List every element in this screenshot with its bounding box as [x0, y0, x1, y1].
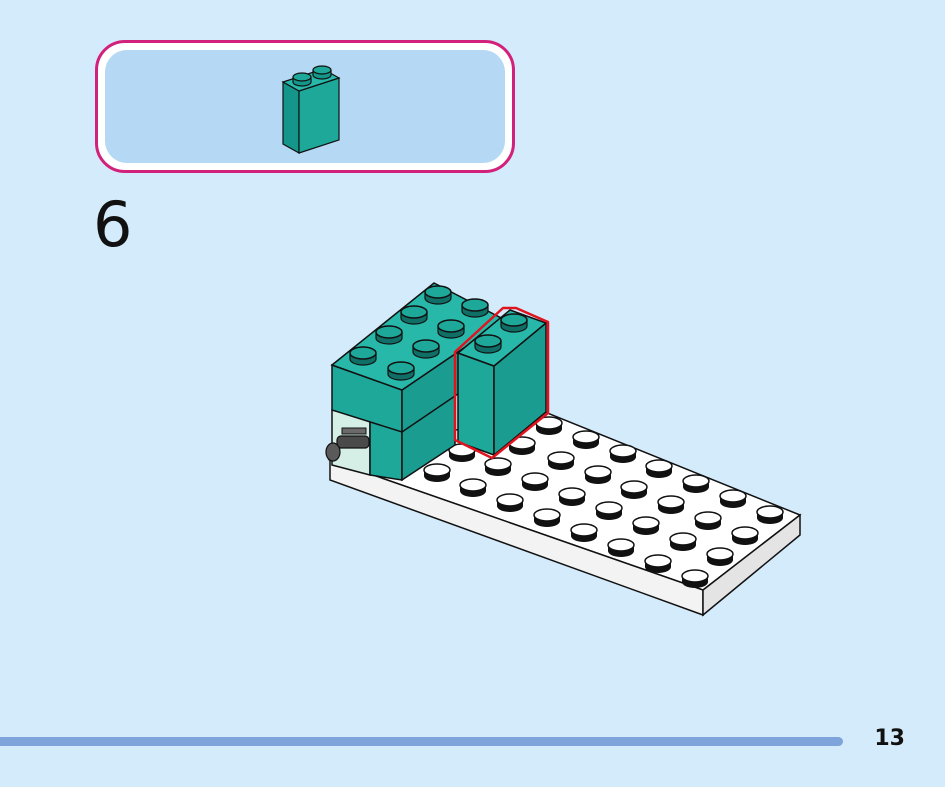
parts-callout-inner: [105, 50, 505, 163]
teal-brick-part-icon: [281, 65, 341, 155]
lower-teal-brick: [331, 393, 456, 482]
red-highlight-outline: [453, 306, 550, 460]
grey-hinge-connector: [325, 427, 370, 462]
page-progress-bar: [0, 737, 843, 746]
page-number: 13: [874, 726, 905, 751]
parts-callout: [95, 40, 515, 173]
new-teal-brick: [456, 309, 548, 457]
step-number: 6: [93, 188, 133, 261]
